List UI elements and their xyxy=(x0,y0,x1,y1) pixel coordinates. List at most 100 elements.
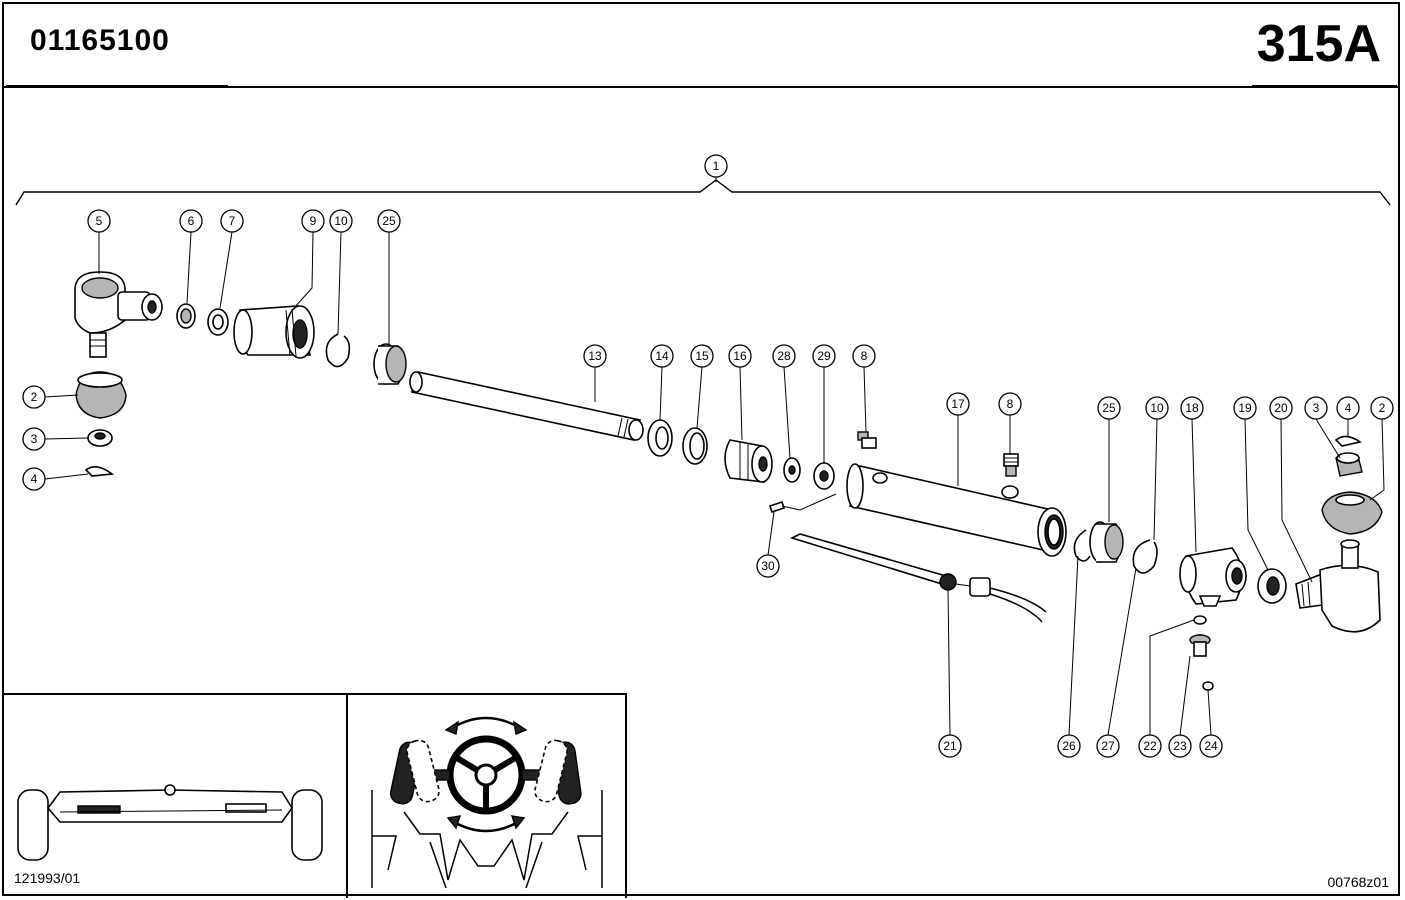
svg-text:3: 3 xyxy=(31,432,38,446)
circlip-10-right xyxy=(1132,539,1158,574)
callout-1: 1 xyxy=(704,154,728,178)
callout-23: 23 xyxy=(1168,734,1192,758)
page-code-underline xyxy=(1252,85,1397,87)
callout-10-left: 10 xyxy=(329,209,353,233)
callout-24: 24 xyxy=(1199,734,1223,758)
svg-text:21: 21 xyxy=(943,739,957,753)
svg-text:3: 3 xyxy=(1313,401,1320,415)
cotter-pin-left xyxy=(84,466,115,477)
callout-18: 18 xyxy=(1180,396,1204,420)
steering-inset xyxy=(371,716,603,889)
callout-2-left: 2 xyxy=(22,385,46,409)
sleeve-9 xyxy=(233,305,315,359)
svg-text:29: 29 xyxy=(817,349,831,363)
svg-text:17: 17 xyxy=(951,397,965,411)
svg-text:10: 10 xyxy=(1150,401,1164,415)
piston-16 xyxy=(724,439,773,483)
svg-text:10: 10 xyxy=(334,214,348,228)
svg-text:25: 25 xyxy=(1102,401,1116,415)
callout-6: 6 xyxy=(179,209,203,233)
callout-3-right: 3 xyxy=(1304,396,1328,420)
svg-text:15: 15 xyxy=(695,349,709,363)
callout-5: 5 xyxy=(87,209,111,233)
callout-22: 22 xyxy=(1138,734,1162,758)
callout-13: 13 xyxy=(583,344,607,368)
svg-text:20: 20 xyxy=(1274,401,1288,415)
svg-text:16: 16 xyxy=(733,349,747,363)
svg-text:4: 4 xyxy=(31,472,38,486)
callout-15: 15 xyxy=(690,344,714,368)
svg-text:13: 13 xyxy=(588,349,602,363)
callout-4-left: 4 xyxy=(22,467,46,491)
callout-17: 17 xyxy=(946,392,970,416)
callout-19: 19 xyxy=(1233,396,1257,420)
callout-9: 9 xyxy=(301,209,325,233)
grub-screw-30 xyxy=(768,500,786,514)
header-divider xyxy=(2,86,1400,88)
svg-text:8: 8 xyxy=(1007,397,1014,411)
circlip-10-left xyxy=(325,333,351,368)
callout-7: 7 xyxy=(220,209,244,233)
svg-text:27: 27 xyxy=(1101,739,1115,753)
assembly-brace xyxy=(15,179,1391,206)
callout-30: 30 xyxy=(756,554,780,578)
castle-nut-left xyxy=(87,429,113,447)
grease-nipple-8-left xyxy=(857,431,877,449)
svg-text:28: 28 xyxy=(777,349,791,363)
grease-nipple-8-right xyxy=(1003,453,1019,477)
callout-27: 27 xyxy=(1096,734,1120,758)
cotter-pin-right xyxy=(1334,435,1362,447)
clamp-housing-18 xyxy=(1179,547,1247,607)
callout-2-right: 2 xyxy=(1370,396,1394,420)
ring-26 xyxy=(1073,529,1091,562)
svg-text:30: 30 xyxy=(761,559,775,573)
svg-text:2: 2 xyxy=(1379,401,1386,415)
callout-8-left: 8 xyxy=(852,344,876,368)
callout-4-right: 4 xyxy=(1336,396,1360,420)
drawing-reference-right: 00768z01 xyxy=(1327,874,1389,890)
callout-3-left: 3 xyxy=(22,427,46,451)
document-number: 01165100 xyxy=(30,24,170,57)
svg-text:5: 5 xyxy=(96,214,103,228)
doc-number-underline xyxy=(6,85,228,87)
bleed-fitting-23 xyxy=(1189,634,1211,657)
ball-joint-right xyxy=(1295,539,1381,633)
svg-text:9: 9 xyxy=(310,214,317,228)
washer-24 xyxy=(1202,681,1214,691)
svg-text:14: 14 xyxy=(655,349,669,363)
callout-21: 21 xyxy=(938,734,962,758)
cylinder-barrel-17 xyxy=(846,463,1067,557)
svg-text:19: 19 xyxy=(1238,401,1252,415)
page-code: 315A xyxy=(1256,15,1381,73)
inset-reference-left: 121993/01 xyxy=(14,870,81,886)
callout-25-left: 25 xyxy=(377,209,401,233)
svg-text:7: 7 xyxy=(229,214,236,228)
dust-boot-left xyxy=(75,371,127,419)
svg-text:2: 2 xyxy=(31,390,38,404)
svg-text:8: 8 xyxy=(861,349,868,363)
ring-25-left xyxy=(373,343,407,385)
castle-nut-right xyxy=(1335,452,1363,477)
callout-20: 20 xyxy=(1269,396,1293,420)
callout-25-right: 25 xyxy=(1097,396,1121,420)
callout-10-right: 10 xyxy=(1145,396,1169,420)
svg-text:22: 22 xyxy=(1143,739,1157,753)
hydraulic-hose-21 xyxy=(789,533,1047,623)
svg-text:23: 23 xyxy=(1173,739,1187,753)
piston-rod-13 xyxy=(409,371,644,441)
svg-text:4: 4 xyxy=(1345,401,1352,415)
svg-text:18: 18 xyxy=(1185,401,1199,415)
ring-25-right xyxy=(1089,521,1124,563)
leader-lines xyxy=(44,177,1385,736)
lock-nut-19 xyxy=(1257,568,1287,604)
svg-text:26: 26 xyxy=(1062,739,1076,753)
callout-26: 26 xyxy=(1057,734,1081,758)
o-ring-22 xyxy=(1193,615,1207,625)
callout-8-right: 8 xyxy=(998,392,1022,416)
svg-text:25: 25 xyxy=(382,214,396,228)
svg-text:24: 24 xyxy=(1204,739,1218,753)
ball-joint-left xyxy=(74,271,163,358)
callout-28: 28 xyxy=(772,344,796,368)
